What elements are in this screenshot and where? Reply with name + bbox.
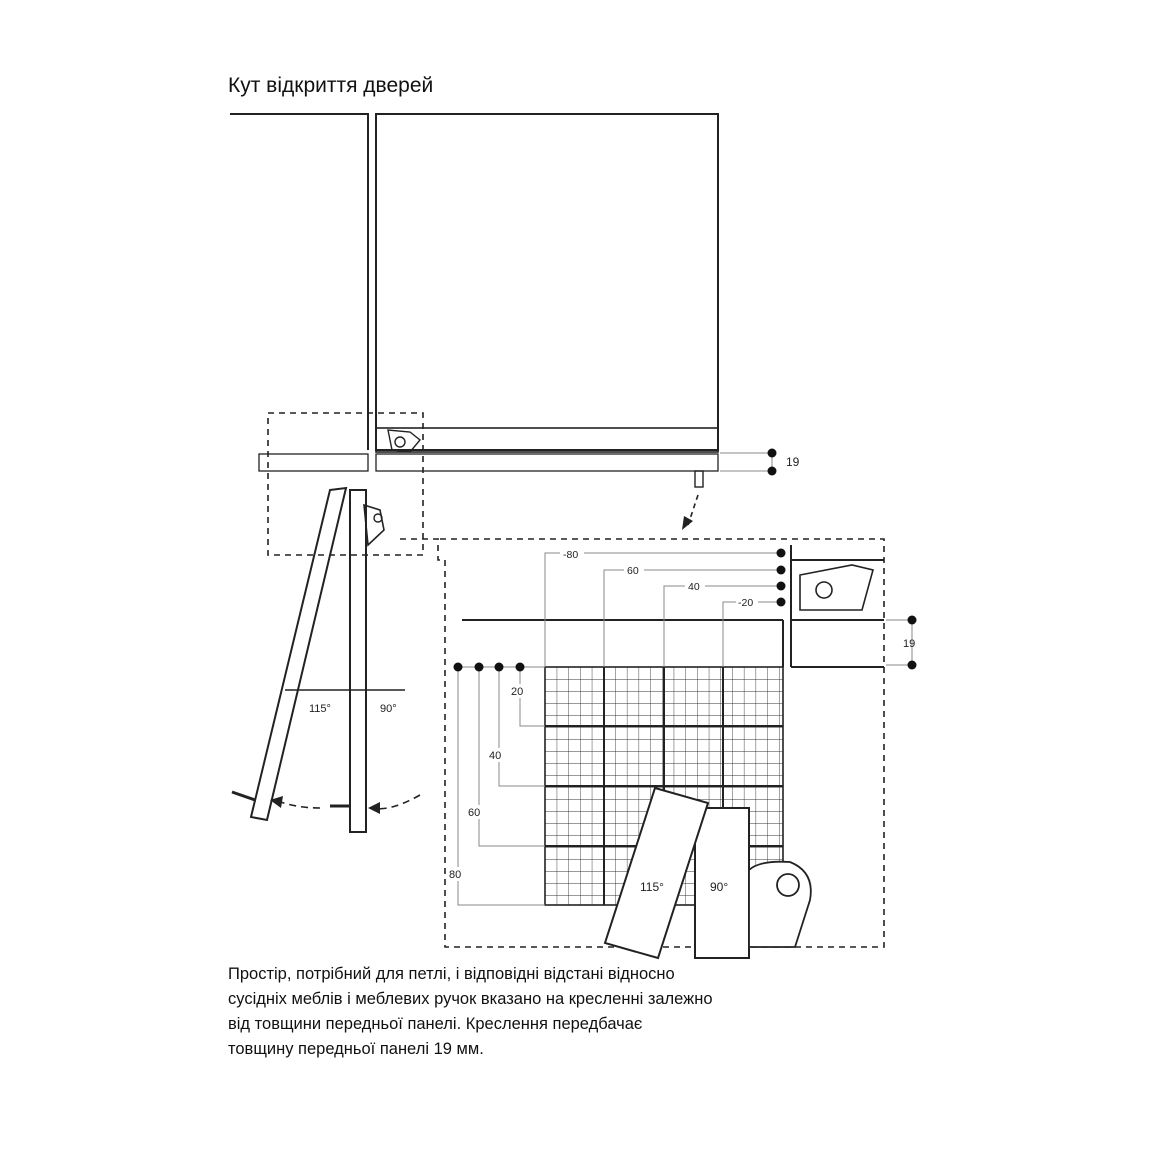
side-dim-80: 80 xyxy=(449,869,461,881)
angle-90-small: 90° xyxy=(380,703,397,715)
thickness-label-top: 19 xyxy=(786,455,800,469)
small-door-swing xyxy=(231,486,405,833)
appliance-base-panel xyxy=(375,453,719,472)
door-panel xyxy=(375,427,719,453)
caption-line-3: від товщини передньої панелі. Креслення … xyxy=(228,1015,643,1033)
thickness-dimension-top: 19 xyxy=(720,448,800,476)
door-handle xyxy=(694,470,704,488)
caption-text: Простір, потрібний для петлі, і відповід… xyxy=(228,962,828,1062)
diagram-title: Кут відкриття дверей xyxy=(228,74,434,97)
appliance-body xyxy=(375,113,719,451)
thickness-dimension-detail: 19 xyxy=(886,615,917,670)
adjacent-cabinet xyxy=(230,113,369,450)
angle-90-detail: 90° xyxy=(710,880,728,894)
adjacent-base-panel xyxy=(258,453,369,472)
top-dim-40: 40 xyxy=(688,581,700,593)
side-dim-40: 40 xyxy=(489,750,501,762)
door-90-small xyxy=(349,489,367,833)
angle-115-small: 115° xyxy=(309,703,331,715)
top-dim-80: -80 xyxy=(563,549,578,561)
thickness-label-detail: 19 xyxy=(903,638,915,650)
cabinet-top-view xyxy=(230,113,719,488)
side-dimension-markers xyxy=(457,666,545,906)
caption-line-4: товщину передньої панелі 19 мм. xyxy=(228,1040,484,1058)
top-dim-60: 60 xyxy=(627,565,639,577)
angle-115-detail: 115° xyxy=(640,880,664,894)
detail-frame xyxy=(400,538,885,948)
door-115-detail xyxy=(603,786,710,960)
side-dim-20: 20 xyxy=(511,686,523,698)
side-dim-60: 60 xyxy=(468,807,480,819)
caption-line-2: сусідніх меблів і меблевих ручок вказано… xyxy=(228,990,713,1008)
top-dim-20: -20 xyxy=(738,597,753,609)
caption-line-1: Простір, потрібний для петлі, і відповід… xyxy=(228,965,675,983)
detail-doors xyxy=(603,786,812,960)
top-dimension-markers xyxy=(544,552,781,667)
door-115-small xyxy=(249,486,348,822)
hinge-focus-box xyxy=(267,412,424,556)
